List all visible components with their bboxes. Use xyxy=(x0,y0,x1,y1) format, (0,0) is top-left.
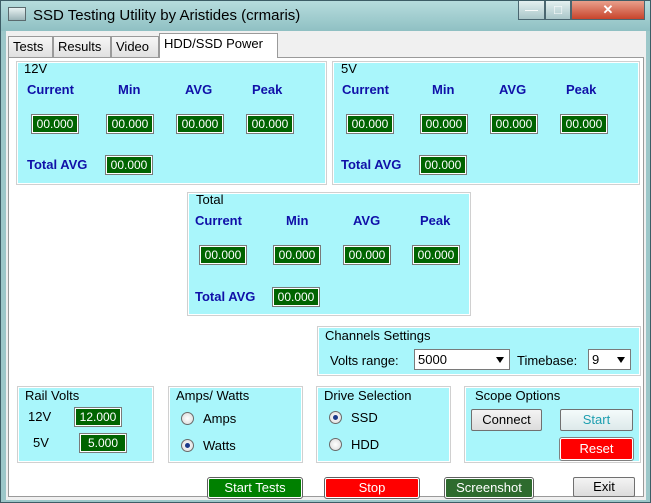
maximize-button[interactable]: □ xyxy=(545,1,571,20)
drive-selection-group: Drive Selection SSD HDD xyxy=(316,386,451,463)
reset-button[interactable]: Reset xyxy=(559,437,634,461)
exit-button[interactable]: Exit xyxy=(573,477,635,497)
peak-header: Peak xyxy=(252,82,283,97)
amps-radio[interactable] xyxy=(181,412,194,425)
rail-5v-label: 5V xyxy=(33,435,49,450)
avg-value: 00.000 xyxy=(176,114,224,134)
current-header: Current xyxy=(342,82,389,97)
volts-range-value: 5000 xyxy=(418,352,447,367)
timebase-select[interactable]: 9 xyxy=(588,349,631,370)
ssd-radio[interactable] xyxy=(329,411,342,424)
total-avg-value: 00.000 xyxy=(105,155,153,175)
rail-volts-group: Rail Volts 12V 12.000 5V 5.000 xyxy=(17,386,154,463)
close-button[interactable]: ✕ xyxy=(571,1,645,20)
rail-12v-label: 12V xyxy=(28,409,52,424)
avg-header: AVG xyxy=(185,82,213,97)
start-tests-button[interactable]: Start Tests xyxy=(207,477,303,499)
tab-video[interactable]: Video xyxy=(111,36,159,57)
tab-tests[interactable]: Tests xyxy=(8,36,53,57)
group-title: Rail Volts xyxy=(25,388,80,403)
amps-label[interactable]: Amps xyxy=(203,411,237,426)
stop-button[interactable]: Stop xyxy=(324,477,420,499)
chevron-down-icon xyxy=(496,357,504,363)
channels-settings-group: Channels Settings Volts range: 5000 Time… xyxy=(317,326,641,376)
group-title: Channels Settings xyxy=(325,328,431,343)
avg-value: 00.000 xyxy=(343,245,391,265)
total-avg-label: Total AVG xyxy=(195,289,256,304)
amps-watts-group: Amps/ Watts Amps Watts xyxy=(168,386,303,463)
peak-value: 00.000 xyxy=(560,114,608,134)
avg-value: 00.000 xyxy=(490,114,538,134)
total-avg-label: Total AVG xyxy=(341,157,402,172)
group-title: Total xyxy=(196,192,224,207)
group-title: 5V xyxy=(341,61,357,76)
tab-hdd-ssd-power[interactable]: HDD/SSD Power xyxy=(159,33,278,58)
window-title: SSD Testing Utility by Aristides (crmari… xyxy=(33,7,301,24)
connect-button[interactable]: Connect xyxy=(471,409,542,431)
peak-header: Peak xyxy=(566,82,597,97)
avg-header: AVG xyxy=(353,213,381,228)
peak-value: 00.000 xyxy=(246,114,294,134)
chevron-down-icon xyxy=(617,357,625,363)
total-group: Total Current Min AVG Peak 00.000 00.000… xyxy=(187,192,471,316)
screenshot-button[interactable]: Screenshot xyxy=(444,477,534,499)
tab-page-power: 12V Current Min AVG Peak 00.000 00.000 0… xyxy=(8,57,644,497)
group-title: Amps/ Watts xyxy=(176,388,250,403)
title-bar[interactable]: SSD Testing Utility by Aristides (crmari… xyxy=(1,1,650,31)
current-value: 00.000 xyxy=(346,114,394,134)
rail-12v-group: 12V Current Min AVG Peak 00.000 00.000 0… xyxy=(16,61,327,185)
min-value: 00.000 xyxy=(106,114,154,134)
volts-range-select[interactable]: 5000 xyxy=(414,349,510,370)
total-avg-value: 00.000 xyxy=(272,287,320,307)
watts-label[interactable]: Watts xyxy=(203,438,236,453)
timebase-label: Timebase: xyxy=(517,353,578,368)
hdd-radio[interactable] xyxy=(329,438,342,451)
current-header: Current xyxy=(27,82,74,97)
min-value: 00.000 xyxy=(420,114,468,134)
app-icon xyxy=(8,7,26,21)
scope-options-group: Scope Options Connect Start Reset xyxy=(464,386,641,463)
rail-5v-value: 5.000 xyxy=(79,433,127,453)
client-area: Tests Results Video HDD/SSD Power 12V Cu… xyxy=(6,31,646,500)
group-title: Drive Selection xyxy=(324,388,412,403)
minimize-button[interactable]: — xyxy=(518,1,545,20)
group-title: 12V xyxy=(24,61,48,76)
current-value: 00.000 xyxy=(199,245,247,265)
min-header: Min xyxy=(286,213,309,228)
group-title: Scope Options xyxy=(475,388,561,403)
tab-results[interactable]: Results xyxy=(53,36,111,57)
current-header: Current xyxy=(195,213,242,228)
peak-value: 00.000 xyxy=(412,245,460,265)
peak-header: Peak xyxy=(420,213,451,228)
volts-range-label: Volts range: xyxy=(330,353,399,368)
total-avg-label: Total AVG xyxy=(27,157,88,172)
avg-header: AVG xyxy=(499,82,527,97)
ssd-label[interactable]: SSD xyxy=(351,410,378,425)
min-header: Min xyxy=(432,82,455,97)
min-value: 00.000 xyxy=(273,245,321,265)
start-scope-button[interactable]: Start xyxy=(560,409,633,431)
rail-5v-group: 5V Current Min AVG Peak 00.000 00.000 00… xyxy=(332,61,640,185)
min-header: Min xyxy=(118,82,141,97)
total-avg-value: 00.000 xyxy=(419,155,467,175)
hdd-label[interactable]: HDD xyxy=(351,437,380,452)
watts-radio[interactable] xyxy=(181,439,194,452)
current-value: 00.000 xyxy=(31,114,79,134)
rail-12v-value: 12.000 xyxy=(74,407,122,427)
timebase-value: 9 xyxy=(592,352,600,367)
